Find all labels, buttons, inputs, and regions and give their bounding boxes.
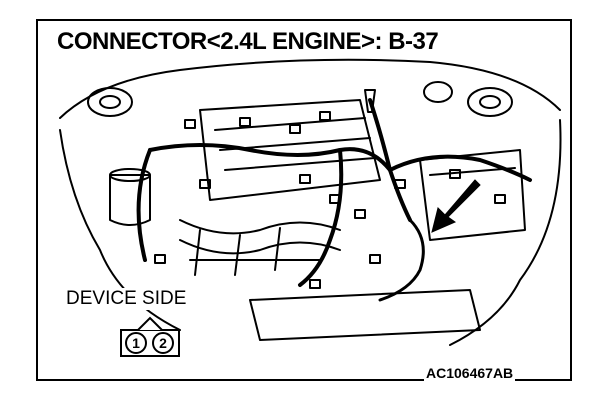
left-strut-tower xyxy=(87,87,133,117)
battery xyxy=(419,149,526,241)
reservoir-left xyxy=(109,174,151,226)
diagram-title: CONNECTOR<2.4L ENGINE>: B-37 xyxy=(55,28,441,56)
pin-2-label: 2 xyxy=(159,335,167,351)
connector-face-diagram xyxy=(120,316,180,357)
figure-frame xyxy=(36,19,572,381)
pin-2-circle xyxy=(152,332,174,354)
pin-1-circle xyxy=(125,332,147,354)
device-side-label: DEVICE SIDE xyxy=(66,288,187,310)
figure-code: AC106467AB xyxy=(424,365,516,381)
wiring-harness xyxy=(148,143,412,222)
pointer-arrow xyxy=(431,179,481,233)
connector-latch xyxy=(137,316,163,331)
valve-cover xyxy=(199,99,381,201)
hood-outline xyxy=(59,58,561,119)
pin-1-label: 1 xyxy=(132,335,140,351)
right-strut-tower xyxy=(467,87,513,117)
